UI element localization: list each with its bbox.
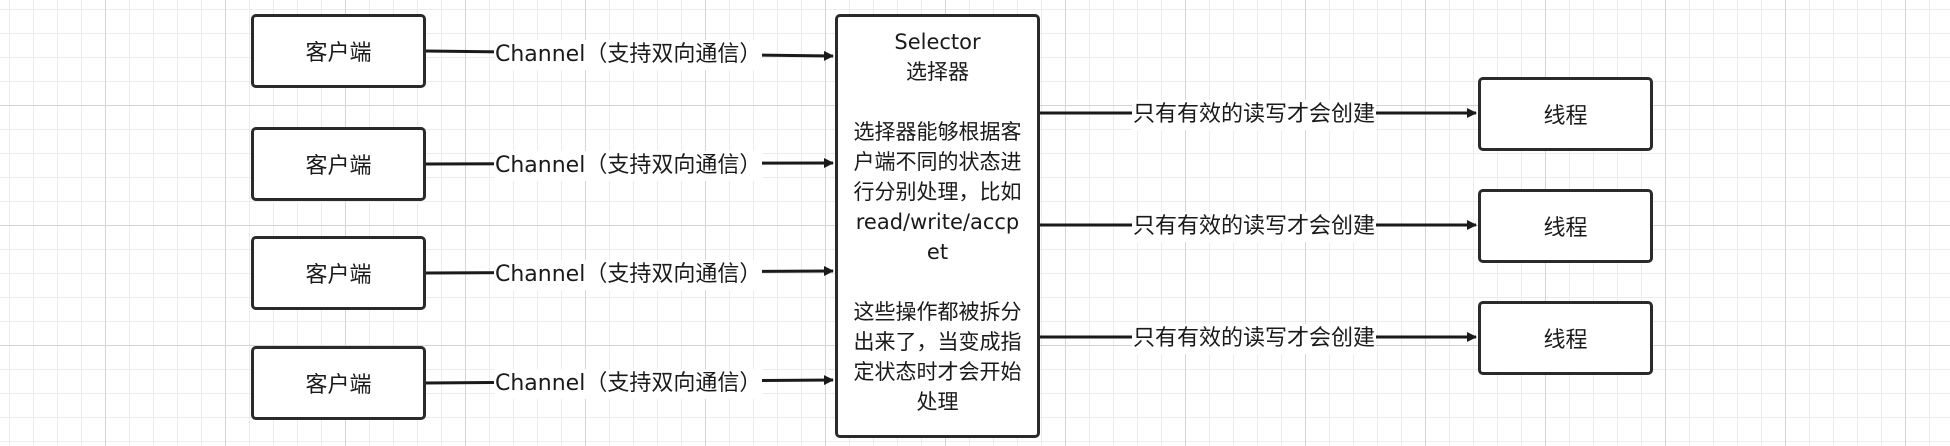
channel-edge-label: Channel（支持双向通信） <box>494 151 763 181</box>
thread-label: 线程 <box>1543 216 1588 241</box>
selector-subtitle: 选择器 <box>906 60 969 84</box>
client-node: 客户端 <box>251 14 426 88</box>
thread-edge-label: 只有有效的读写才会创建 <box>1132 212 1377 242</box>
selector-description: 选择器能够根据客户端不同的状态进行分别处理，比如read/write/accpe… <box>853 120 1022 264</box>
client-label: 客户端 <box>305 263 372 288</box>
channel-edge-label: Channel（支持双向通信） <box>494 369 763 399</box>
thread-edge-label: 只有有效的读写才会创建 <box>1132 324 1377 354</box>
client-node: 客户端 <box>251 236 426 310</box>
thread-node: 线程 <box>1478 301 1653 375</box>
selector-node: Selector 选择器 选择器能够根据客户端不同的状态进行分别处理，比如rea… <box>835 14 1040 438</box>
selector-note: 这些操作都被拆分出来了，当变成指定状态时才会开始处理 <box>853 300 1022 414</box>
client-label: 客户端 <box>305 373 372 398</box>
channel-edge-label: Channel（支持双向通信） <box>494 260 763 290</box>
thread-node: 线程 <box>1478 77 1653 151</box>
thread-label: 线程 <box>1543 104 1588 129</box>
client-node: 客户端 <box>251 346 426 420</box>
client-label: 客户端 <box>305 41 372 66</box>
channel-edge-label: Channel（支持双向通信） <box>494 40 763 70</box>
selector-title: Selector <box>894 30 981 54</box>
thread-label: 线程 <box>1543 328 1588 353</box>
thread-edge-label: 只有有效的读写才会创建 <box>1132 100 1377 130</box>
client-node: 客户端 <box>251 127 426 201</box>
client-label: 客户端 <box>305 154 372 179</box>
thread-node: 线程 <box>1478 189 1653 263</box>
